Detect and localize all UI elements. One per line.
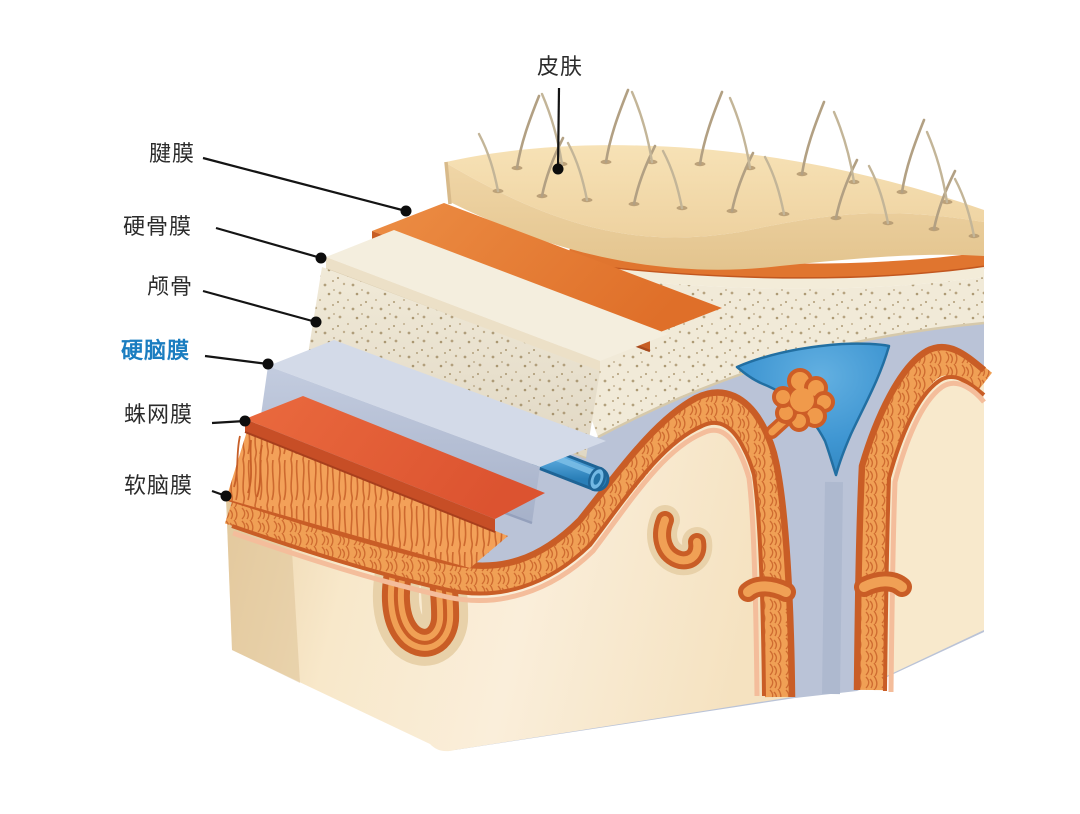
sulcus-under-gyrus xyxy=(647,505,713,576)
label-skin: 皮肤 xyxy=(536,54,583,79)
skin-front-face xyxy=(446,163,984,270)
skin-layer xyxy=(444,145,984,270)
label-aponeurosis: 腱膜 xyxy=(148,141,195,166)
leader-line-skin xyxy=(556,87,561,169)
arachnoid-granulation xyxy=(765,368,835,439)
pia-arachnoid-band-left xyxy=(224,389,796,698)
leader-line-arachnoid xyxy=(211,419,246,425)
aponeurosis-top-surface xyxy=(372,203,722,336)
label-periosteum: 硬骨膜 xyxy=(122,214,192,239)
leader-dots xyxy=(220,163,564,502)
leader-line-aponeurosis xyxy=(202,156,407,213)
leader-line-skull xyxy=(202,289,317,324)
label-pia-mater: 软脑膜 xyxy=(123,473,193,498)
subarachnoid-trabeculae xyxy=(226,431,508,568)
periosteum-front-face xyxy=(326,257,600,373)
leader-line-periosteum xyxy=(215,226,322,260)
falx-cerebri xyxy=(822,481,843,695)
arachnoid-front-face xyxy=(245,419,495,532)
periosteum-arch-band xyxy=(562,263,984,289)
label-dura-mater: 硬脑膜 xyxy=(120,338,190,363)
skin-top-surface xyxy=(446,145,984,238)
label-skull: 颅骨 xyxy=(146,274,193,299)
periosteum-top-surface xyxy=(326,230,668,361)
fissure-arms xyxy=(738,571,912,602)
arachnoid-top-surface xyxy=(245,396,545,519)
aponeurosis-arch-band xyxy=(566,248,984,279)
dura-top-surface xyxy=(268,340,606,467)
leader-line-dura xyxy=(204,354,269,366)
arachnoid-layer xyxy=(244,396,545,533)
label-arachnoid: 蛛网膜 xyxy=(123,402,193,427)
hairs xyxy=(477,88,980,239)
leader-lines xyxy=(202,87,561,498)
